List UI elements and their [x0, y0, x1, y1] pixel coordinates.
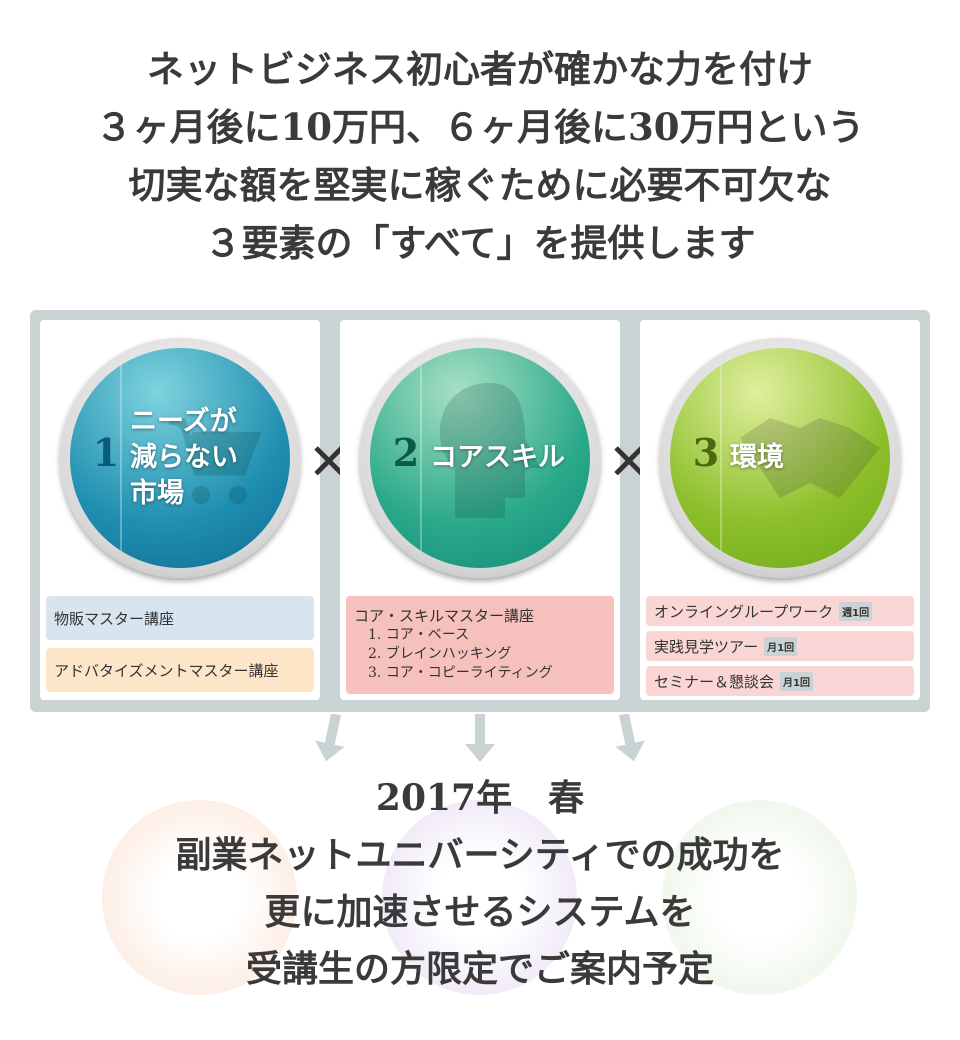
- item-label: セミナー＆懇談会: [654, 672, 775, 691]
- announcement-line: 副業ネットユニバーシティでの成功を: [175, 834, 785, 876]
- decorative-circle-orange: [102, 800, 297, 995]
- core-skill-item: 3. コア・コピーライティング: [368, 665, 553, 681]
- element-title: 環境: [730, 348, 784, 568]
- title-line: ニーズが: [130, 406, 237, 437]
- element-circle-1: 1 ニーズが 減らない 市場: [60, 338, 300, 578]
- announcement-line: 2017年 春: [375, 777, 585, 819]
- shopping-cart-icon: [169, 418, 262, 505]
- headline-line: ３ヶ月後に10万円、６ヶ月後に30万円という: [95, 105, 865, 149]
- down-arrow-icon: [465, 714, 495, 762]
- announcement-line: 更に加速させるシステムを: [264, 891, 696, 933]
- announcement: 2017年 春 副業ネットユニバーシティでの成功を 更に加速させるシステムを 受…: [0, 770, 960, 998]
- market-item: アドバタイズメントマスター講座: [46, 648, 314, 692]
- card-market: 1 ニーズが 減らない 市場 物販マスター講座 アドバタイズメントマスター講座: [40, 320, 320, 700]
- element-number: 3: [692, 430, 720, 475]
- title-line: 減らない: [130, 442, 238, 473]
- element-number: 2: [392, 430, 420, 475]
- card-core-skill: 2 コアスキル コア・スキルマスター講座 1. コア・ベース 2. ブレインハッ…: [340, 320, 620, 700]
- title-line: 市場: [130, 478, 184, 509]
- headline: ネットビジネス初心者が確かな力を付け ３ヶ月後に10万円、６ヶ月後に30万円とい…: [0, 40, 960, 272]
- handshake-icon: [740, 418, 880, 498]
- headline-line: 切実な額を堅実に稼ぐために必要不可欠な: [128, 163, 832, 207]
- element-title: ニーズが 減らない 市場: [130, 348, 238, 568]
- core-skill-item: 1. コア・ベース: [368, 627, 470, 643]
- core-skill-box: コア・スキルマスター講座 1. コア・ベース 2. ブレインハッキング 3. コ…: [346, 596, 614, 694]
- headline-line: ３要素の「すべて」を提供します: [204, 221, 756, 265]
- element-circle-2: 2 コアスキル: [360, 338, 600, 578]
- three-elements-panel: 1 ニーズが 減らない 市場 物販マスター講座 アドバタイズメントマスター講座 …: [30, 310, 930, 712]
- core-skill-item: 2. ブレインハッキング: [368, 646, 512, 662]
- environment-item: オンライングループワーク週1回: [646, 596, 914, 626]
- item-label: 実践見学ツアー: [654, 637, 759, 656]
- card-environment: 3 環境 オンライングループワーク週1回 実践見学ツアー月1回 セミナー＆懇談会…: [640, 320, 920, 700]
- frequency-badge: 月1回: [764, 636, 798, 656]
- headline-line: ネットビジネス初心者が確かな力を付け: [147, 47, 813, 91]
- market-item: 物販マスター講座: [46, 596, 314, 640]
- brain-head-icon: [440, 383, 540, 518]
- item-label: オンライングループワーク: [654, 602, 834, 621]
- core-skill-title: コア・スキルマスター講座: [354, 607, 535, 625]
- title-line: コアスキル: [430, 442, 565, 473]
- announcement-line: 受講生の方限定でご案内予定: [245, 948, 714, 990]
- title-line: 環境: [730, 442, 784, 473]
- element-number: 1: [92, 430, 120, 475]
- environment-item: セミナー＆懇談会月1回: [646, 666, 914, 696]
- element-title: コアスキル: [430, 348, 565, 568]
- decorative-circle-purple: [382, 800, 577, 995]
- frequency-badge: 週1回: [839, 601, 873, 621]
- environment-item: 実践見学ツアー月1回: [646, 631, 914, 661]
- down-arrow-icon: [315, 714, 345, 762]
- down-arrow-icon: [615, 714, 645, 762]
- frequency-badge: 月1回: [780, 671, 813, 691]
- element-circle-3: 3 環境: [660, 338, 900, 578]
- decorative-circle-green: [662, 800, 857, 995]
